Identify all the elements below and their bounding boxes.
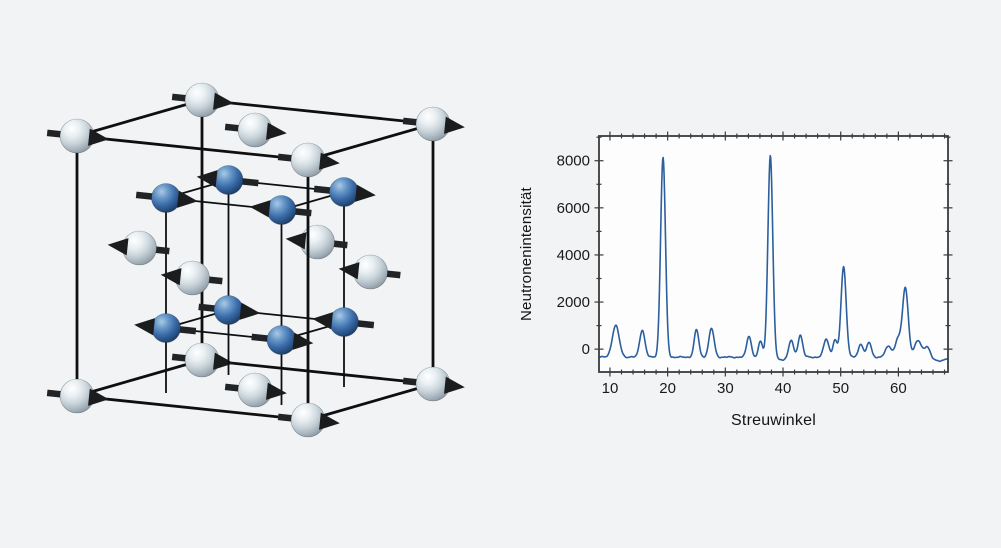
cube-edge <box>201 358 434 386</box>
cube-edge <box>307 382 434 422</box>
corner-top-front-site <box>277 142 340 178</box>
spin-arrow-left-icon <box>312 312 333 330</box>
inner-bottom-left-site <box>134 313 197 343</box>
light-sphere <box>237 372 273 408</box>
spin-arrow-right-icon <box>319 412 340 430</box>
face-center-top-site <box>224 112 287 148</box>
cube-edge <box>307 122 434 162</box>
cube-edge <box>76 134 309 162</box>
corner-bottom-front-site <box>277 402 340 438</box>
light-sphere <box>184 82 220 118</box>
face-center-back-site <box>285 224 348 260</box>
light-sphere <box>59 378 95 414</box>
y-tick-label: 6000 <box>557 200 590 217</box>
inner-top-right-site <box>313 177 376 207</box>
spin-arrow-right-icon <box>177 190 198 208</box>
cube-edge <box>76 98 203 138</box>
spin-arrow-left-icon <box>196 170 218 188</box>
light-sphere <box>122 230 157 266</box>
corner-top-right-site <box>402 106 465 142</box>
spin-arrow-right-icon <box>266 382 287 400</box>
spin-arrow-right-icon <box>239 302 261 320</box>
spin-arrow-right-icon <box>213 92 234 110</box>
spin-arrow-left-icon <box>134 318 155 336</box>
cube-edge <box>201 98 434 126</box>
light-sphere <box>300 224 335 260</box>
spin-arrow-right-icon <box>444 116 465 134</box>
inner-top-left-site <box>135 183 198 213</box>
light-sphere <box>353 254 388 290</box>
blue-sphere <box>329 307 359 337</box>
corner-bottom-right-site <box>402 366 465 402</box>
inner-top-back-site <box>196 165 259 195</box>
x-axis-label: Streuwinkel <box>731 412 816 429</box>
inner-bottom-back-site <box>198 295 261 325</box>
light-sphere <box>290 142 326 178</box>
light-sphere <box>290 402 326 438</box>
face-center-right-site <box>338 254 401 290</box>
inner-bottom-front-site <box>251 325 314 355</box>
light-sphere <box>59 118 95 154</box>
y-tick-label: 8000 <box>557 153 590 170</box>
blue-sphere <box>151 313 181 343</box>
spin-arrow-right-icon <box>292 332 314 350</box>
spin-arrow-right-icon <box>319 152 340 170</box>
face-center-left-site <box>107 230 170 266</box>
light-sphere <box>184 342 220 378</box>
light-sphere <box>415 366 451 402</box>
spin-arrow-right-icon <box>213 352 234 370</box>
spin-arrow-right-icon <box>88 388 109 406</box>
spin-arrow-left-icon <box>338 262 360 280</box>
spin-arrow-left-icon <box>107 238 129 256</box>
blue-sphere <box>266 195 297 225</box>
corner-bottom-left-site <box>46 378 109 414</box>
blue-sphere <box>266 325 297 355</box>
neutron-diffraction-chart: 10 20 30 40 50 60 0 2000 4000 6000 8000 <box>557 131 953 397</box>
blue-sphere <box>329 177 359 207</box>
spin-arrow-right-icon <box>444 376 465 394</box>
corner-top-left-site <box>46 118 109 154</box>
light-sphere <box>175 260 210 296</box>
blue-sphere <box>213 165 244 195</box>
plot-frame <box>598 135 949 373</box>
intensity-curve <box>598 154 949 363</box>
blue-sphere <box>151 183 181 213</box>
crystal-structure-diagram <box>46 82 465 438</box>
spin-arrow-right-icon <box>355 184 376 202</box>
spin-arrow-right-icon <box>88 128 109 146</box>
cube-edge <box>76 394 309 422</box>
face-center-front-site <box>160 260 223 296</box>
y-axis-label: Neutronenintensität <box>518 187 535 321</box>
cube-edge <box>76 358 203 398</box>
y-tick-label: 2000 <box>557 294 590 311</box>
x-tick-label: 50 <box>832 380 849 397</box>
x-tick-label: 60 <box>890 380 907 397</box>
inner-bottom-right-site <box>312 307 375 337</box>
light-sphere <box>237 112 273 148</box>
spin-arrow-left-icon <box>160 268 182 286</box>
x-tick-label: 30 <box>717 380 734 397</box>
corner-top-back-site <box>171 82 234 118</box>
x-tick-label: 40 <box>775 380 792 397</box>
light-sphere <box>415 106 451 142</box>
y-tick-label: 4000 <box>557 247 590 264</box>
spin-arrow-right-icon <box>266 122 287 140</box>
spin-arrow-left-icon <box>285 232 307 250</box>
x-tick-label: 20 <box>659 380 676 397</box>
y-tick-label: 0 <box>582 341 590 358</box>
face-center-bottom-site <box>224 372 287 408</box>
blue-sphere <box>213 295 244 325</box>
spin-arrow-left-icon <box>249 200 271 218</box>
corner-bottom-back-site <box>171 342 234 378</box>
x-tick-label: 10 <box>602 380 619 397</box>
inner-top-front-site <box>249 195 312 225</box>
